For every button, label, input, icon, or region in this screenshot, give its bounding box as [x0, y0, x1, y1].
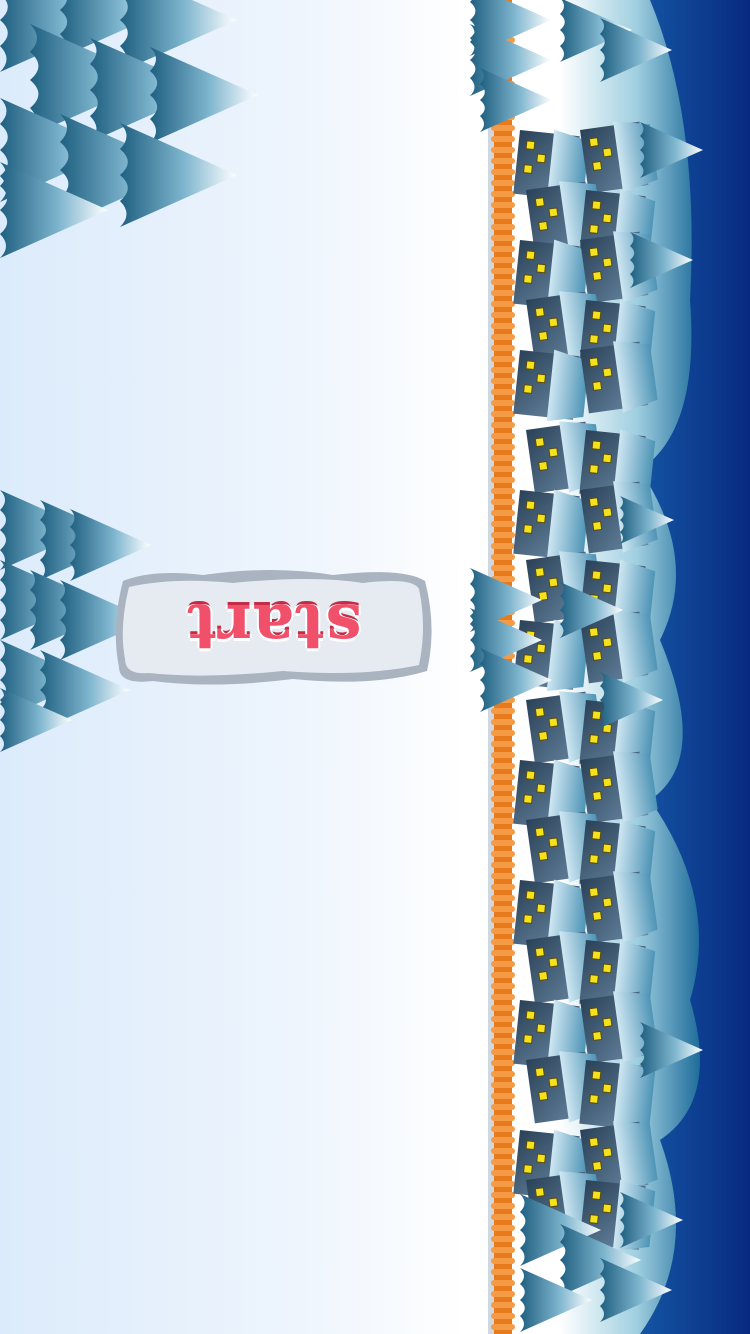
tree — [60, 580, 150, 660]
tree — [560, 0, 633, 63]
tree — [630, 232, 693, 288]
house — [579, 1059, 656, 1132]
tree — [520, 1268, 592, 1332]
tree — [90, 38, 207, 142]
tree — [30, 24, 156, 136]
house — [513, 489, 590, 562]
start-button[interactable]: start — [113, 567, 435, 687]
tree — [520, 1194, 601, 1266]
sign-board-icon — [115, 570, 432, 685]
tree — [640, 122, 703, 178]
tree — [600, 672, 663, 728]
house — [580, 341, 658, 414]
tree — [0, 688, 72, 752]
tree — [620, 1192, 683, 1248]
house — [513, 349, 590, 422]
tree — [480, 68, 552, 132]
tree — [120, 123, 237, 227]
house — [580, 751, 658, 824]
tree — [560, 582, 623, 638]
village-houses — [513, 121, 658, 1252]
start-label: start — [186, 589, 362, 665]
tree — [620, 496, 674, 544]
tree — [560, 1224, 641, 1296]
tree — [0, 162, 109, 258]
tree — [600, 18, 672, 82]
house — [580, 871, 658, 944]
house — [580, 611, 658, 684]
tree — [40, 650, 130, 730]
tree — [0, 490, 90, 570]
tree — [480, 648, 552, 712]
tree — [600, 1258, 672, 1322]
tree — [60, 114, 186, 226]
tree — [150, 47, 258, 143]
tree — [120, 0, 237, 72]
tree — [640, 1022, 703, 1078]
house — [580, 1121, 658, 1194]
tree — [70, 509, 151, 581]
snowy-trees — [0, 0, 703, 1332]
